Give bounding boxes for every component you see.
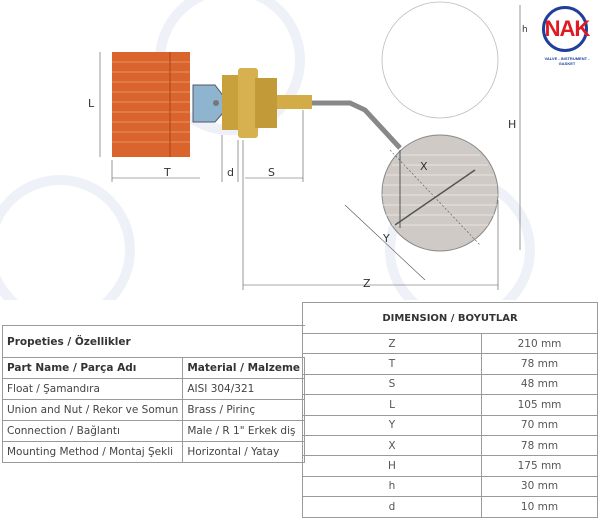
dimension-key: Y bbox=[302, 414, 482, 436]
dimension-key: S bbox=[302, 373, 482, 396]
dimension-value: 210 mm bbox=[481, 332, 598, 355]
dimension-value: 70 mm bbox=[481, 414, 598, 436]
properties-title: Propeties / Özellikler bbox=[1, 325, 305, 358]
label-h: h bbox=[522, 25, 528, 35]
dimension-key: L bbox=[302, 394, 482, 416]
label-d: d bbox=[227, 166, 234, 179]
header-material: Material / Malzeme bbox=[182, 357, 306, 379]
dimension-key: h bbox=[302, 475, 482, 498]
part-name: Mounting Method / Montaj Şekli bbox=[1, 441, 184, 463]
dimensions-title: DIMENSION / BOYUTLAR bbox=[302, 302, 598, 334]
label-Z: Z bbox=[363, 277, 371, 290]
dimension-value: 105 mm bbox=[481, 394, 598, 416]
material: AISI 304/321 bbox=[182, 378, 306, 400]
float-ghost-outline bbox=[381, 1, 499, 119]
properties-table: Propeties / Özellikler Part Name / Parça… bbox=[1, 325, 306, 463]
material: Horizontal / Yatay bbox=[182, 441, 306, 463]
dimension-key: Z bbox=[302, 332, 482, 355]
float-rod bbox=[310, 100, 402, 150]
label-S: S bbox=[268, 166, 275, 179]
material: Male / R 1" Erkek diş bbox=[182, 420, 306, 442]
label-L: L bbox=[88, 97, 95, 110]
dimension-value: 30 mm bbox=[481, 475, 598, 498]
float-ball bbox=[381, 134, 499, 252]
label-T: T bbox=[164, 166, 171, 179]
nak-logo: NAK VALVE - INSTRUMENT - GASKET bbox=[538, 6, 596, 66]
dimension-key: H bbox=[302, 455, 482, 477]
table-header-row: Part Name / Parça Adı Material / Malzeme bbox=[1, 357, 306, 379]
material: Brass / Pirinç bbox=[182, 399, 306, 421]
label-H: H bbox=[508, 118, 517, 131]
part-name: Float / Şamandıra bbox=[1, 378, 184, 400]
float-valve-drawing bbox=[0, 0, 535, 300]
part-name: Union and Nut / Rekor ve Somun bbox=[1, 399, 184, 421]
dimension-value: 175 mm bbox=[481, 455, 598, 477]
dimension-value: 78 mm bbox=[481, 434, 598, 457]
dimension-value: 48 mm bbox=[481, 373, 598, 396]
header-part-name: Part Name / Parça Adı bbox=[1, 357, 184, 379]
dimension-value: 10 mm bbox=[481, 496, 598, 518]
label-Y: Y bbox=[383, 232, 390, 245]
dimension-value: 78 mm bbox=[481, 353, 598, 375]
dimension-key: d bbox=[302, 496, 482, 518]
label-X: X bbox=[420, 160, 428, 173]
part-name: Connection / Bağlantı bbox=[1, 420, 184, 442]
orange-housing bbox=[112, 52, 190, 157]
dimension-key: T bbox=[302, 353, 482, 375]
dimension-key: X bbox=[302, 434, 482, 457]
